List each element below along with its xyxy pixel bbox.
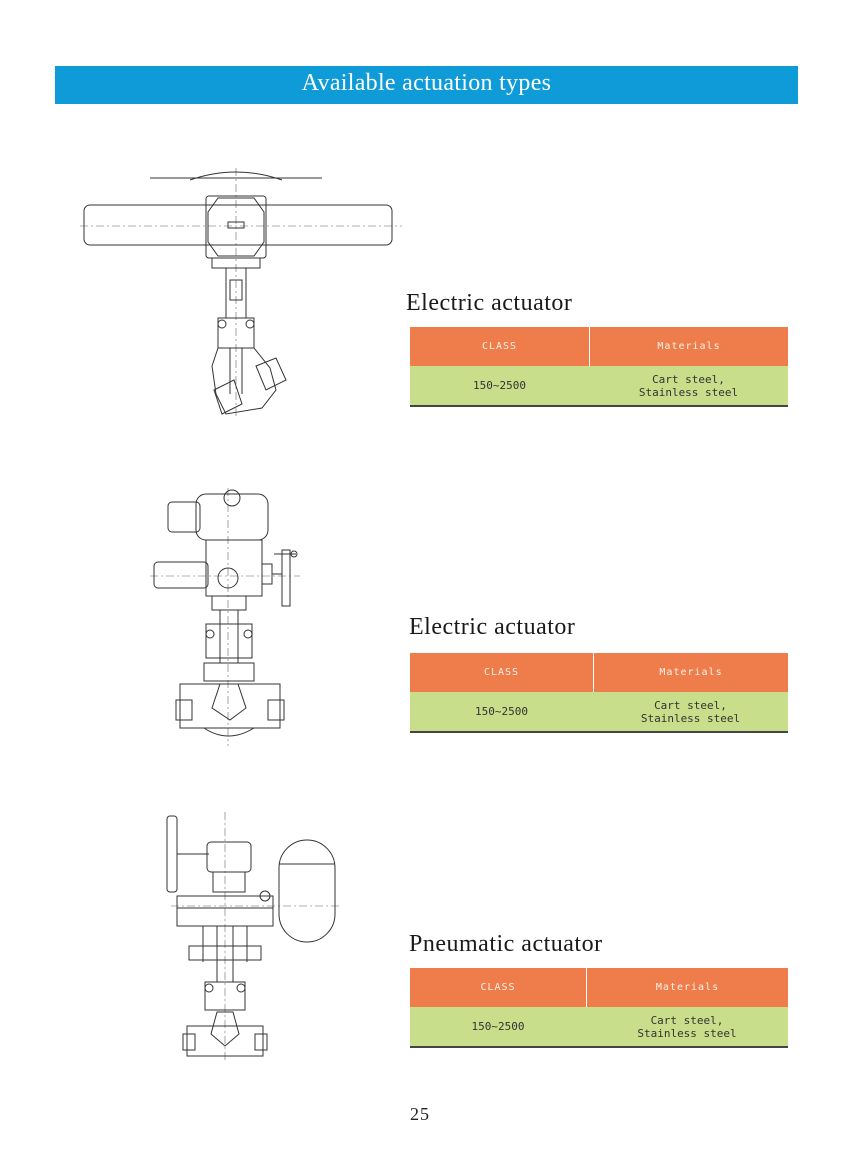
table-header-row: CLASS Materials bbox=[410, 653, 788, 692]
materials-line-1: Cart steel, bbox=[652, 372, 725, 386]
class-column-header: CLASS bbox=[410, 968, 587, 1007]
section-title-electric-1: Electric actuator bbox=[406, 290, 573, 316]
page-number: 25 bbox=[410, 1104, 430, 1124]
materials-line-2: Stainless steel bbox=[637, 1026, 737, 1040]
class-value: 150~2500 bbox=[475, 705, 528, 718]
spec-table-electric-2: CLASS Materials 150~2500 Cart steel, Sta… bbox=[410, 653, 788, 733]
materials-value: Cart steel, Stainless steel bbox=[589, 366, 788, 405]
materials-column-header: Materials bbox=[655, 982, 720, 993]
section-title-electric-2: Electric actuator bbox=[409, 614, 576, 640]
materials-column-header: Materials bbox=[657, 341, 721, 352]
materials-line-1: Cart steel, bbox=[654, 698, 727, 712]
table-row: 150~2500 Cart steel, Stainless steel bbox=[410, 1007, 788, 1048]
table-row: 150~2500 Cart steel, Stainless steel bbox=[410, 366, 788, 407]
globe-valve-with-electric-actuator-icon bbox=[150, 488, 310, 748]
materials-value: Cart steel, Stainless steel bbox=[593, 692, 788, 731]
class-value: 150~2500 bbox=[473, 379, 526, 392]
table-row: 150~2500 Cart steel, Stainless steel bbox=[410, 692, 788, 733]
y-pattern-valve-with-electric-actuator-icon bbox=[80, 168, 410, 423]
table-header-row: CLASS Materials bbox=[410, 968, 788, 1007]
spec-table-electric-1: CLASS Materials 150~2500 Cart steel, Sta… bbox=[410, 327, 788, 407]
materials-line-1: Cart steel, bbox=[650, 1013, 724, 1027]
page-title: Available actuation types bbox=[301, 70, 552, 96]
header-banner: Available actuation types bbox=[55, 66, 798, 104]
spec-table-pneumatic: CLASS Materials 150~2500 Cart steel, Sta… bbox=[410, 968, 788, 1048]
materials-line-2: Stainless steel bbox=[640, 711, 741, 725]
materials-value: Cart steel, Stainless steel bbox=[586, 1007, 788, 1046]
class-value: 150~2500 bbox=[471, 1020, 525, 1033]
materials-line-2: Stainless steel bbox=[638, 385, 739, 399]
section-title-pneumatic: Pneumatic actuator bbox=[409, 931, 603, 957]
table-header-row: CLASS Materials bbox=[410, 327, 788, 366]
class-column-header: CLASS bbox=[410, 653, 594, 692]
globe-valve-with-pneumatic-actuator-icon bbox=[163, 812, 343, 1067]
class-column-header: CLASS bbox=[410, 327, 590, 366]
materials-column-header: Materials bbox=[659, 667, 723, 678]
